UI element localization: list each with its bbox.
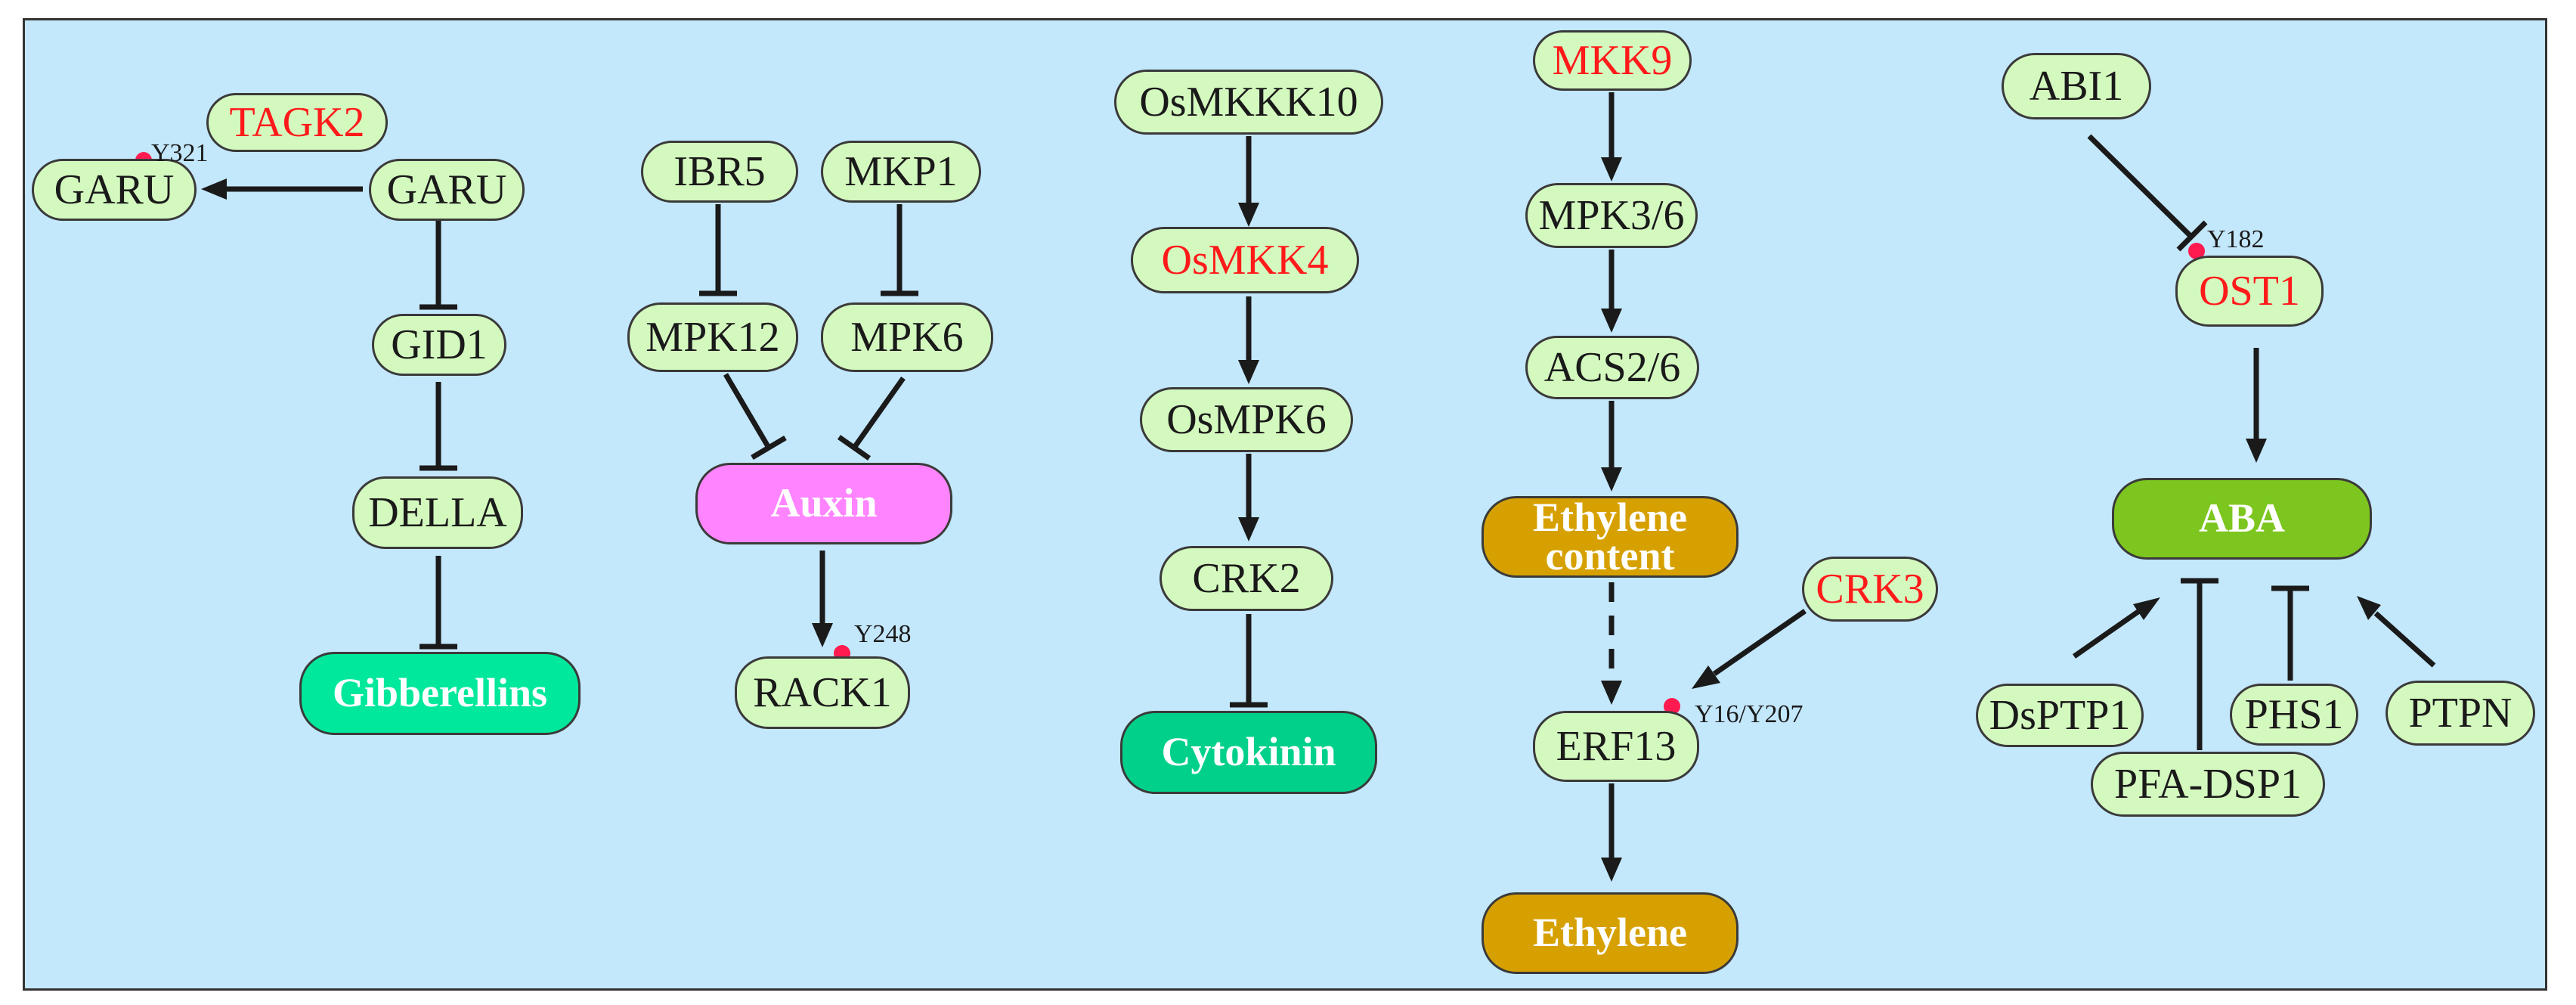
bar-ost1 xyxy=(2176,220,2208,252)
edge-abi1-inhibits-ost1 xyxy=(2087,134,2193,238)
node-mpk12[interactable]: MPK12 xyxy=(627,302,798,372)
site-label-ost1: Y182 xyxy=(2207,225,2265,253)
node-erf13[interactable]: ERF13 xyxy=(1533,711,1699,782)
arrowhead-mpk36 xyxy=(1601,157,1622,181)
node-abi1[interactable]: ABI1 xyxy=(2002,53,2151,119)
arrowhead-ethylene xyxy=(1601,858,1622,882)
node-garu[interactable]: GARU xyxy=(369,159,525,221)
site-label-garu: Y321 xyxy=(151,139,209,167)
node-ptpn[interactable]: PTPN xyxy=(2386,681,2535,746)
node-tagk2[interactable]: TAGK2 xyxy=(206,93,388,152)
phospho-dot-ost1 xyxy=(2188,243,2205,259)
node-garu-phosphorylated[interactable]: GARU xyxy=(32,159,197,221)
edge-mpk12-inhibits-auxin xyxy=(723,373,772,449)
arrowhead-ethylene-content xyxy=(1601,467,1622,492)
bar-auxin-right xyxy=(837,435,872,461)
phospho-dot-erf13 xyxy=(1664,698,1680,715)
node-ibr5[interactable]: IBR5 xyxy=(641,141,798,203)
node-osmkk4[interactable]: OsMKK4 xyxy=(1131,227,1359,293)
node-della[interactable]: DELLA xyxy=(352,476,523,549)
arrowhead-erf13-dashed xyxy=(1601,681,1622,705)
arrowhead-aba xyxy=(2246,439,2267,463)
arrowhead-erf13-crk3 xyxy=(1692,665,1720,689)
arrowhead-acs26 xyxy=(1601,309,1622,333)
arrowhead-osmpk6 xyxy=(1238,360,1259,384)
node-dsptp1[interactable]: DsPTP1 xyxy=(1976,684,2144,747)
node-phs1[interactable]: PHS1 xyxy=(2230,684,2358,746)
arrowhead-aba-ptpn xyxy=(2357,596,2381,620)
edge-crk3-to-erf13 xyxy=(1713,609,1807,676)
edge-dsptp1-to-aba xyxy=(2072,609,2141,659)
edge-mpk6-inhibits-auxin xyxy=(852,376,906,450)
node-aba[interactable]: ABA xyxy=(2112,478,2372,560)
arrowhead-garu-p xyxy=(201,178,227,200)
node-pfa-dsp1[interactable]: PFA-DSP1 xyxy=(2091,752,2325,817)
bar-auxin-left xyxy=(751,435,787,461)
node-mkk9[interactable]: MKK9 xyxy=(1533,30,1692,91)
node-acs26[interactable]: ACS2/6 xyxy=(1525,336,1699,399)
node-cytokinin[interactable]: Cytokinin xyxy=(1120,711,1377,794)
arrowhead-crk2 xyxy=(1238,517,1259,541)
node-gibberellins[interactable]: Gibberellins xyxy=(299,652,581,735)
node-osmpk6[interactable]: OsMPK6 xyxy=(1140,387,1353,452)
node-gid1[interactable]: GID1 xyxy=(372,314,506,376)
node-auxin[interactable]: Auxin xyxy=(695,463,952,544)
node-ethylene[interactable]: Ethylene xyxy=(1482,892,1738,974)
edges xyxy=(201,92,2436,882)
node-ost1[interactable]: OST1 xyxy=(2175,256,2324,327)
node-ethylene-content[interactable]: Ethylene content xyxy=(1482,496,1738,578)
node-crk2[interactable]: CRK2 xyxy=(1160,546,1333,611)
node-mkp1[interactable]: MKP1 xyxy=(821,141,981,203)
site-label-erf13: Y16/Y207 xyxy=(1695,700,1804,728)
edge-ptpn-to-aba xyxy=(2373,611,2436,668)
arrowhead-rack1 xyxy=(812,623,833,647)
arrowhead-osmkk4 xyxy=(1238,203,1259,227)
node-osmkkk10[interactable]: OsMKKK10 xyxy=(1114,70,1383,135)
node-crk3[interactable]: CRK3 xyxy=(1802,557,1938,622)
node-mpk6[interactable]: MPK6 xyxy=(821,302,993,372)
node-mpk36[interactable]: MPK3/6 xyxy=(1525,183,1698,248)
node-rack1[interactable]: RACK1 xyxy=(735,656,910,729)
arrowhead-aba-dsptp1 xyxy=(2133,597,2160,620)
site-label-rack1: Y248 xyxy=(854,620,912,648)
